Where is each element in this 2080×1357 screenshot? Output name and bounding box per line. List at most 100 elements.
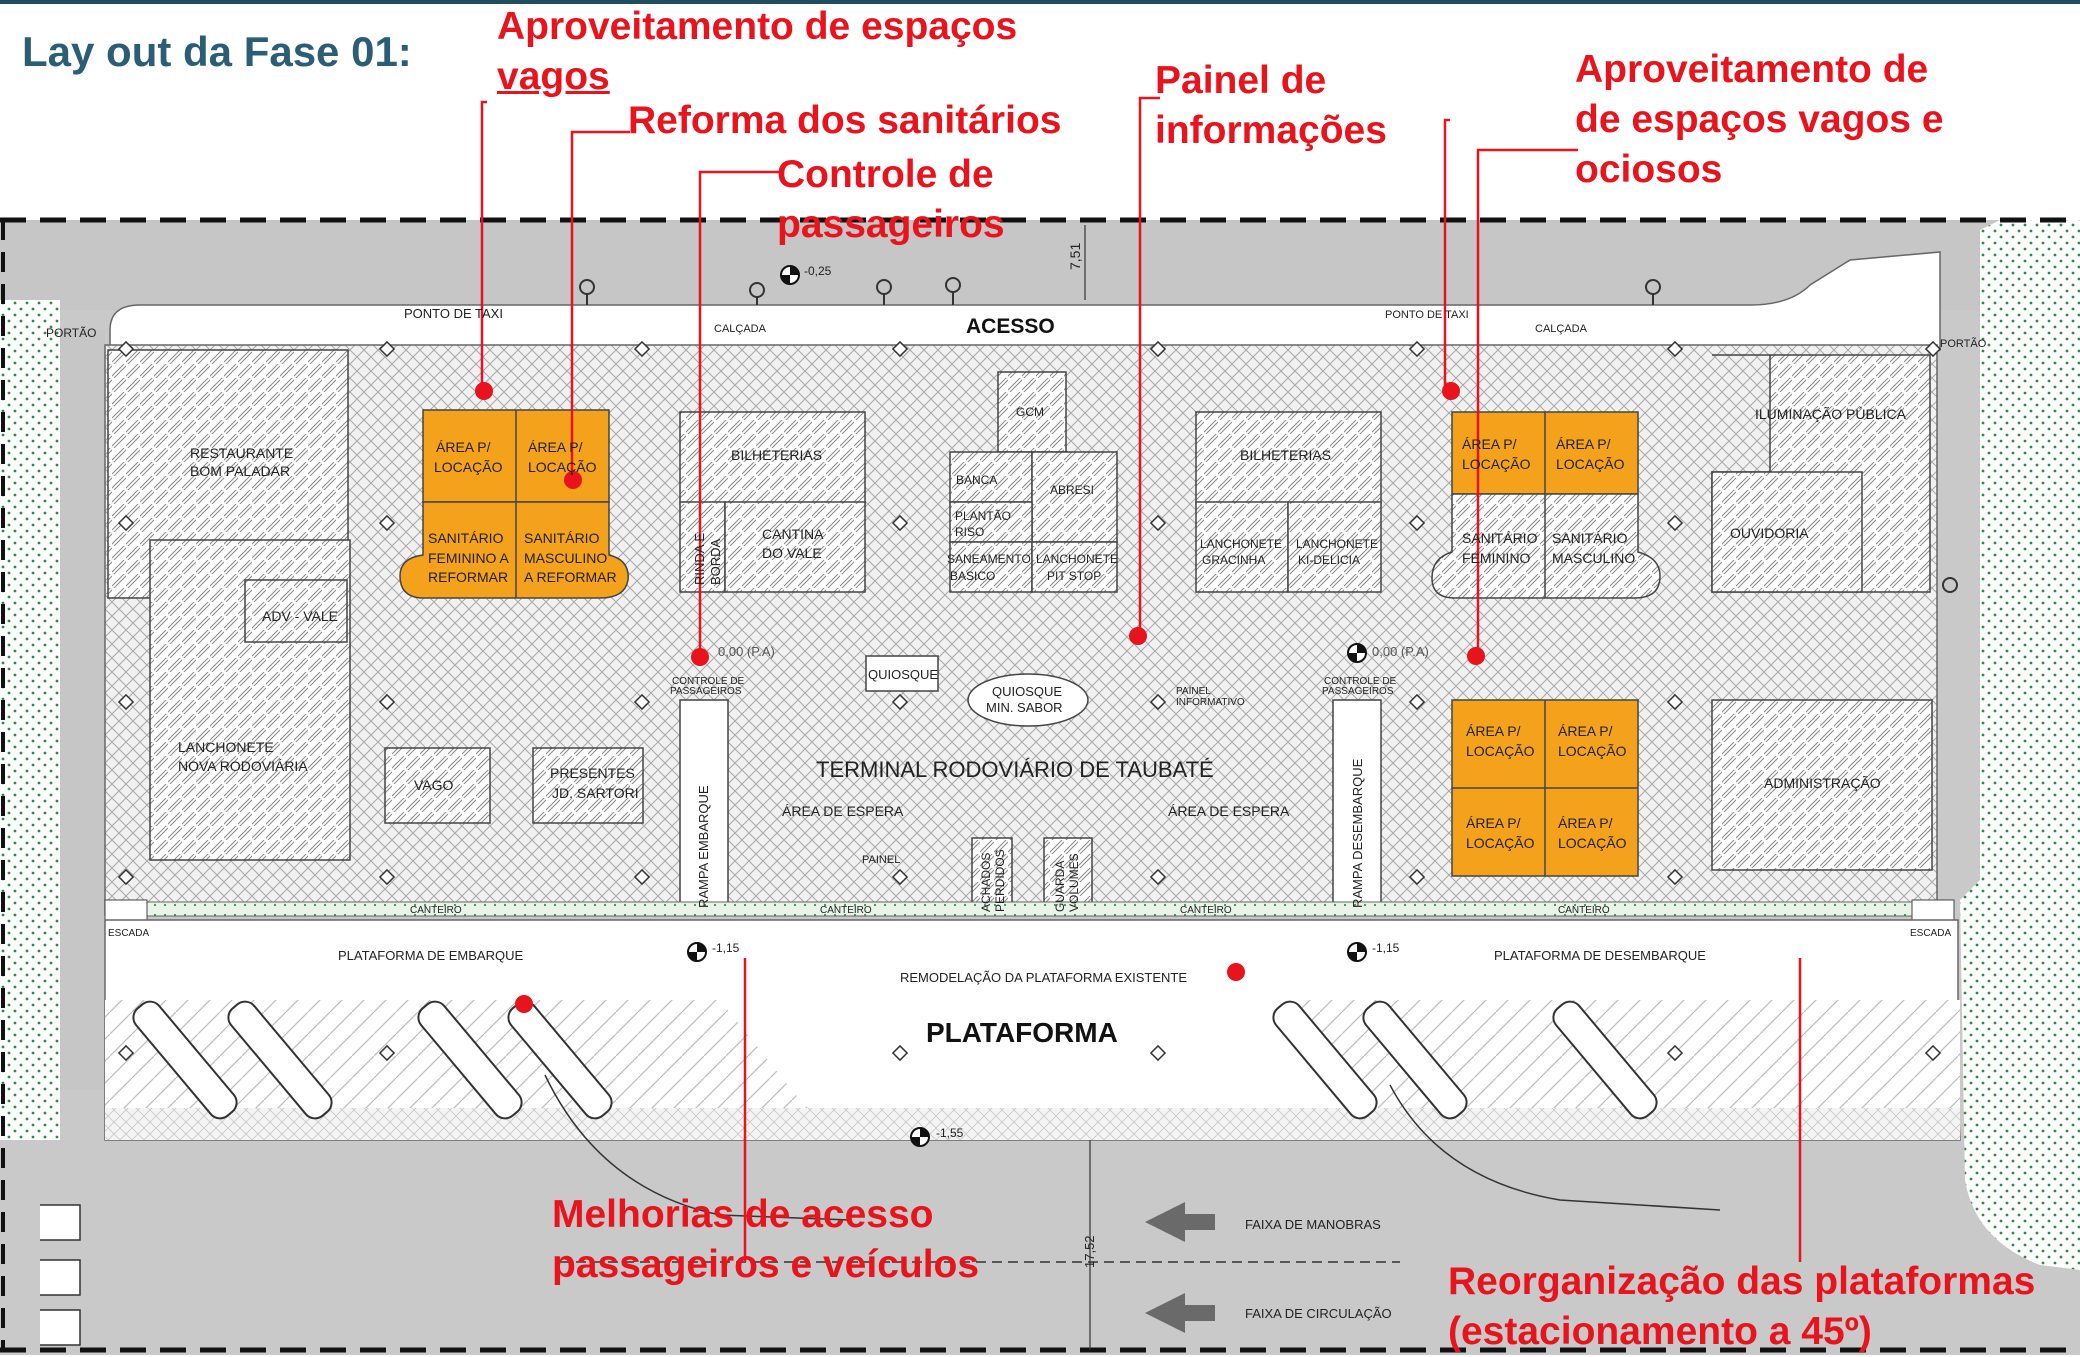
portao-left: PORTÃO — [46, 326, 96, 340]
lanchonete-nova-l2: NOVA RODOVIÁRIA — [178, 758, 308, 774]
sanit-masc-l1: SANITÁRIO — [1552, 530, 1628, 546]
gracinha-l1: LANCHONETE — [1200, 537, 1282, 551]
left-parking-boxes — [40, 1204, 81, 1346]
top-border-bar — [0, 0, 2080, 4]
callout-aproveitamento-left: Aproveitamento de espaços vagos — [497, 2, 1017, 102]
rinda-l1: RINDA E — [692, 533, 707, 585]
bilheterias-right-label: BILHETERIAS — [1240, 447, 1331, 463]
top-street — [0, 220, 2000, 310]
maneuver-path-right — [1389, 1084, 1721, 1211]
calcada-left: CALÇADA — [714, 323, 767, 335]
area-locacao-6-l1: ÁREA P/ — [1558, 723, 1613, 739]
gcm-box — [997, 371, 1067, 453]
callout-dots — [475, 382, 1485, 1013]
saneamento-l2: BASICO — [950, 569, 995, 583]
presentes-l1: PRESENTES — [550, 765, 635, 781]
bilheterias-left — [679, 411, 866, 505]
callout-reorganizacao-l1: Reorganização das plataformas — [1448, 1260, 2036, 1303]
dim-bottom: 17,52 — [1082, 1235, 1097, 1268]
callout-aproveitamento-right-l1: Aproveitamento de — [1575, 48, 1929, 91]
administracao-block — [1711, 699, 1933, 871]
adv-vale-block — [244, 579, 348, 643]
elev-road: -1,55 — [936, 1126, 964, 1140]
presentes-box — [532, 747, 644, 824]
callout-controle: Controle de passageiros — [777, 150, 1005, 250]
bilheterias-right — [1195, 411, 1382, 505]
area-locacao-4-l1: ÁREA P/ — [1556, 436, 1611, 452]
calcada-right: CALÇADA — [1535, 323, 1588, 335]
plataforma-desembarque-label: PLATAFORMA DE DESEMBARQUE — [1494, 948, 1706, 963]
callout-painel-l1: Painel de — [1155, 59, 1327, 102]
lanchonete-pit-l1: LANCHONETE — [1036, 552, 1118, 566]
callout-aproveitamento-right-l3: ociosos — [1575, 148, 1723, 191]
saneamento-box — [949, 541, 1033, 593]
guarda-l2: VOLUMES — [1067, 853, 1081, 912]
portao-right: PORTÃO — [1940, 337, 1987, 350]
area-locacao-6-l2: LOCAÇÃO — [1558, 743, 1627, 759]
painel-info-l2: INFORMATIVO — [1176, 697, 1245, 708]
controle-left-l1: CONTROLE DE — [672, 676, 745, 687]
left-lane — [60, 330, 105, 1090]
area-locacao-8-l2: LOCAÇÃO — [1558, 835, 1627, 851]
area-locacao-4-l2: LOCAÇÃO — [1556, 456, 1625, 472]
callout-melhorias-l1: Melhorias de acesso — [552, 1193, 934, 1236]
pillars — [117, 340, 1942, 1062]
rampa-embarque-label: RAMPA EMBARQUE — [696, 785, 711, 908]
sanit-masc-ref-l1: SANITÁRIO — [524, 530, 600, 546]
plataforma-embarque-label: PLATAFORMA DE EMBARQUE — [338, 948, 523, 963]
rinda-l2: BORDA — [708, 538, 723, 585]
faixa-manobras-label: FAIXA DE MANOBRAS — [1245, 1217, 1381, 1232]
area-locacao-5-l1: ÁREA P/ — [1466, 723, 1521, 739]
guarda-l1: GUARDA — [1053, 861, 1067, 912]
banca-label: BANCA — [956, 473, 997, 487]
achados-l1: ACHADOS — [979, 853, 993, 912]
callout-aproveitamento-right: Aproveitamento de de espaços vagos e oci… — [1575, 45, 1944, 195]
lanchonete-nova-l1: LANCHONETE — [178, 739, 274, 755]
callout-reorganizacao-l2: (estacionamento a 45º) — [1448, 1310, 1872, 1353]
ponto-taxi-right: PONTO DE TAXI — [1385, 309, 1469, 321]
area-locacao-7-l2: LOCAÇÃO — [1466, 835, 1535, 851]
area-locacao-8-l1: ÁREA P/ — [1558, 815, 1613, 831]
cantina-box — [724, 501, 866, 593]
maneuver-path-left — [544, 1074, 851, 1221]
rampa-embarque — [679, 699, 729, 916]
area-locacao-5-l2: LOCAÇÃO — [1466, 743, 1535, 759]
kidelicia-l2: KI-DELICIA — [1298, 553, 1360, 567]
presentes-l2: JD. SARTORI — [552, 785, 639, 801]
area-locacao-2-l1: ÁREA P/ — [528, 439, 583, 455]
area-espera-left: ÁREA DE ESPERA — [782, 803, 904, 819]
escada-left-label: ESCADA — [108, 928, 149, 939]
lamp-icons — [579, 277, 1958, 593]
restaurante-l1: RESTAURANTE — [190, 445, 293, 461]
canteiro-strip — [104, 901, 1938, 917]
sidewalk — [109, 251, 1941, 351]
controle-left-l2: PASSAGEIROS — [670, 686, 742, 697]
plantao-box — [949, 501, 1033, 543]
slide-title: Lay out da Fase 01: — [22, 28, 412, 75]
elev-top: -0,25 — [804, 264, 832, 278]
elev-pa-right: 0,00 (P.A) — [1372, 644, 1429, 659]
callout-painel-l2: informações — [1155, 109, 1387, 152]
sanit-fem-ref-l2: FEMININO A — [428, 550, 510, 566]
lanchonete-kidelicia-box — [1287, 501, 1382, 593]
sanit-fem-ref-l3: REFORMAR — [428, 569, 508, 585]
canteiro-3: CANTEIRO — [1180, 905, 1232, 916]
vago-box — [384, 747, 491, 824]
area-locacao-7-l1: ÁREA P/ — [1466, 815, 1521, 831]
restaurante-l2: BOM PALADAR — [190, 463, 290, 479]
gcm-label: GCM — [1016, 405, 1044, 419]
kidelicia-l1: LANCHONETE — [1296, 537, 1378, 551]
painel-label: PAINEL — [862, 854, 900, 866]
escada-right-label: ESCADA — [1910, 928, 1951, 939]
remodelacao-label: REMODELAÇÃO DA PLATAFORMA EXISTENTE — [900, 970, 1187, 985]
area-espera-right: ÁREA DE ESPERA — [1168, 803, 1290, 819]
vago-label: VAGO — [414, 777, 454, 793]
canteiro-1: CANTEIRO — [410, 905, 462, 916]
sanitarios-reformar-left — [399, 501, 629, 599]
sanitarios-right — [1431, 493, 1661, 599]
platform-edge-pavers — [105, 1108, 1960, 1140]
escada-left — [104, 899, 148, 923]
quiosque-label: QUIOSQUE — [868, 667, 938, 682]
